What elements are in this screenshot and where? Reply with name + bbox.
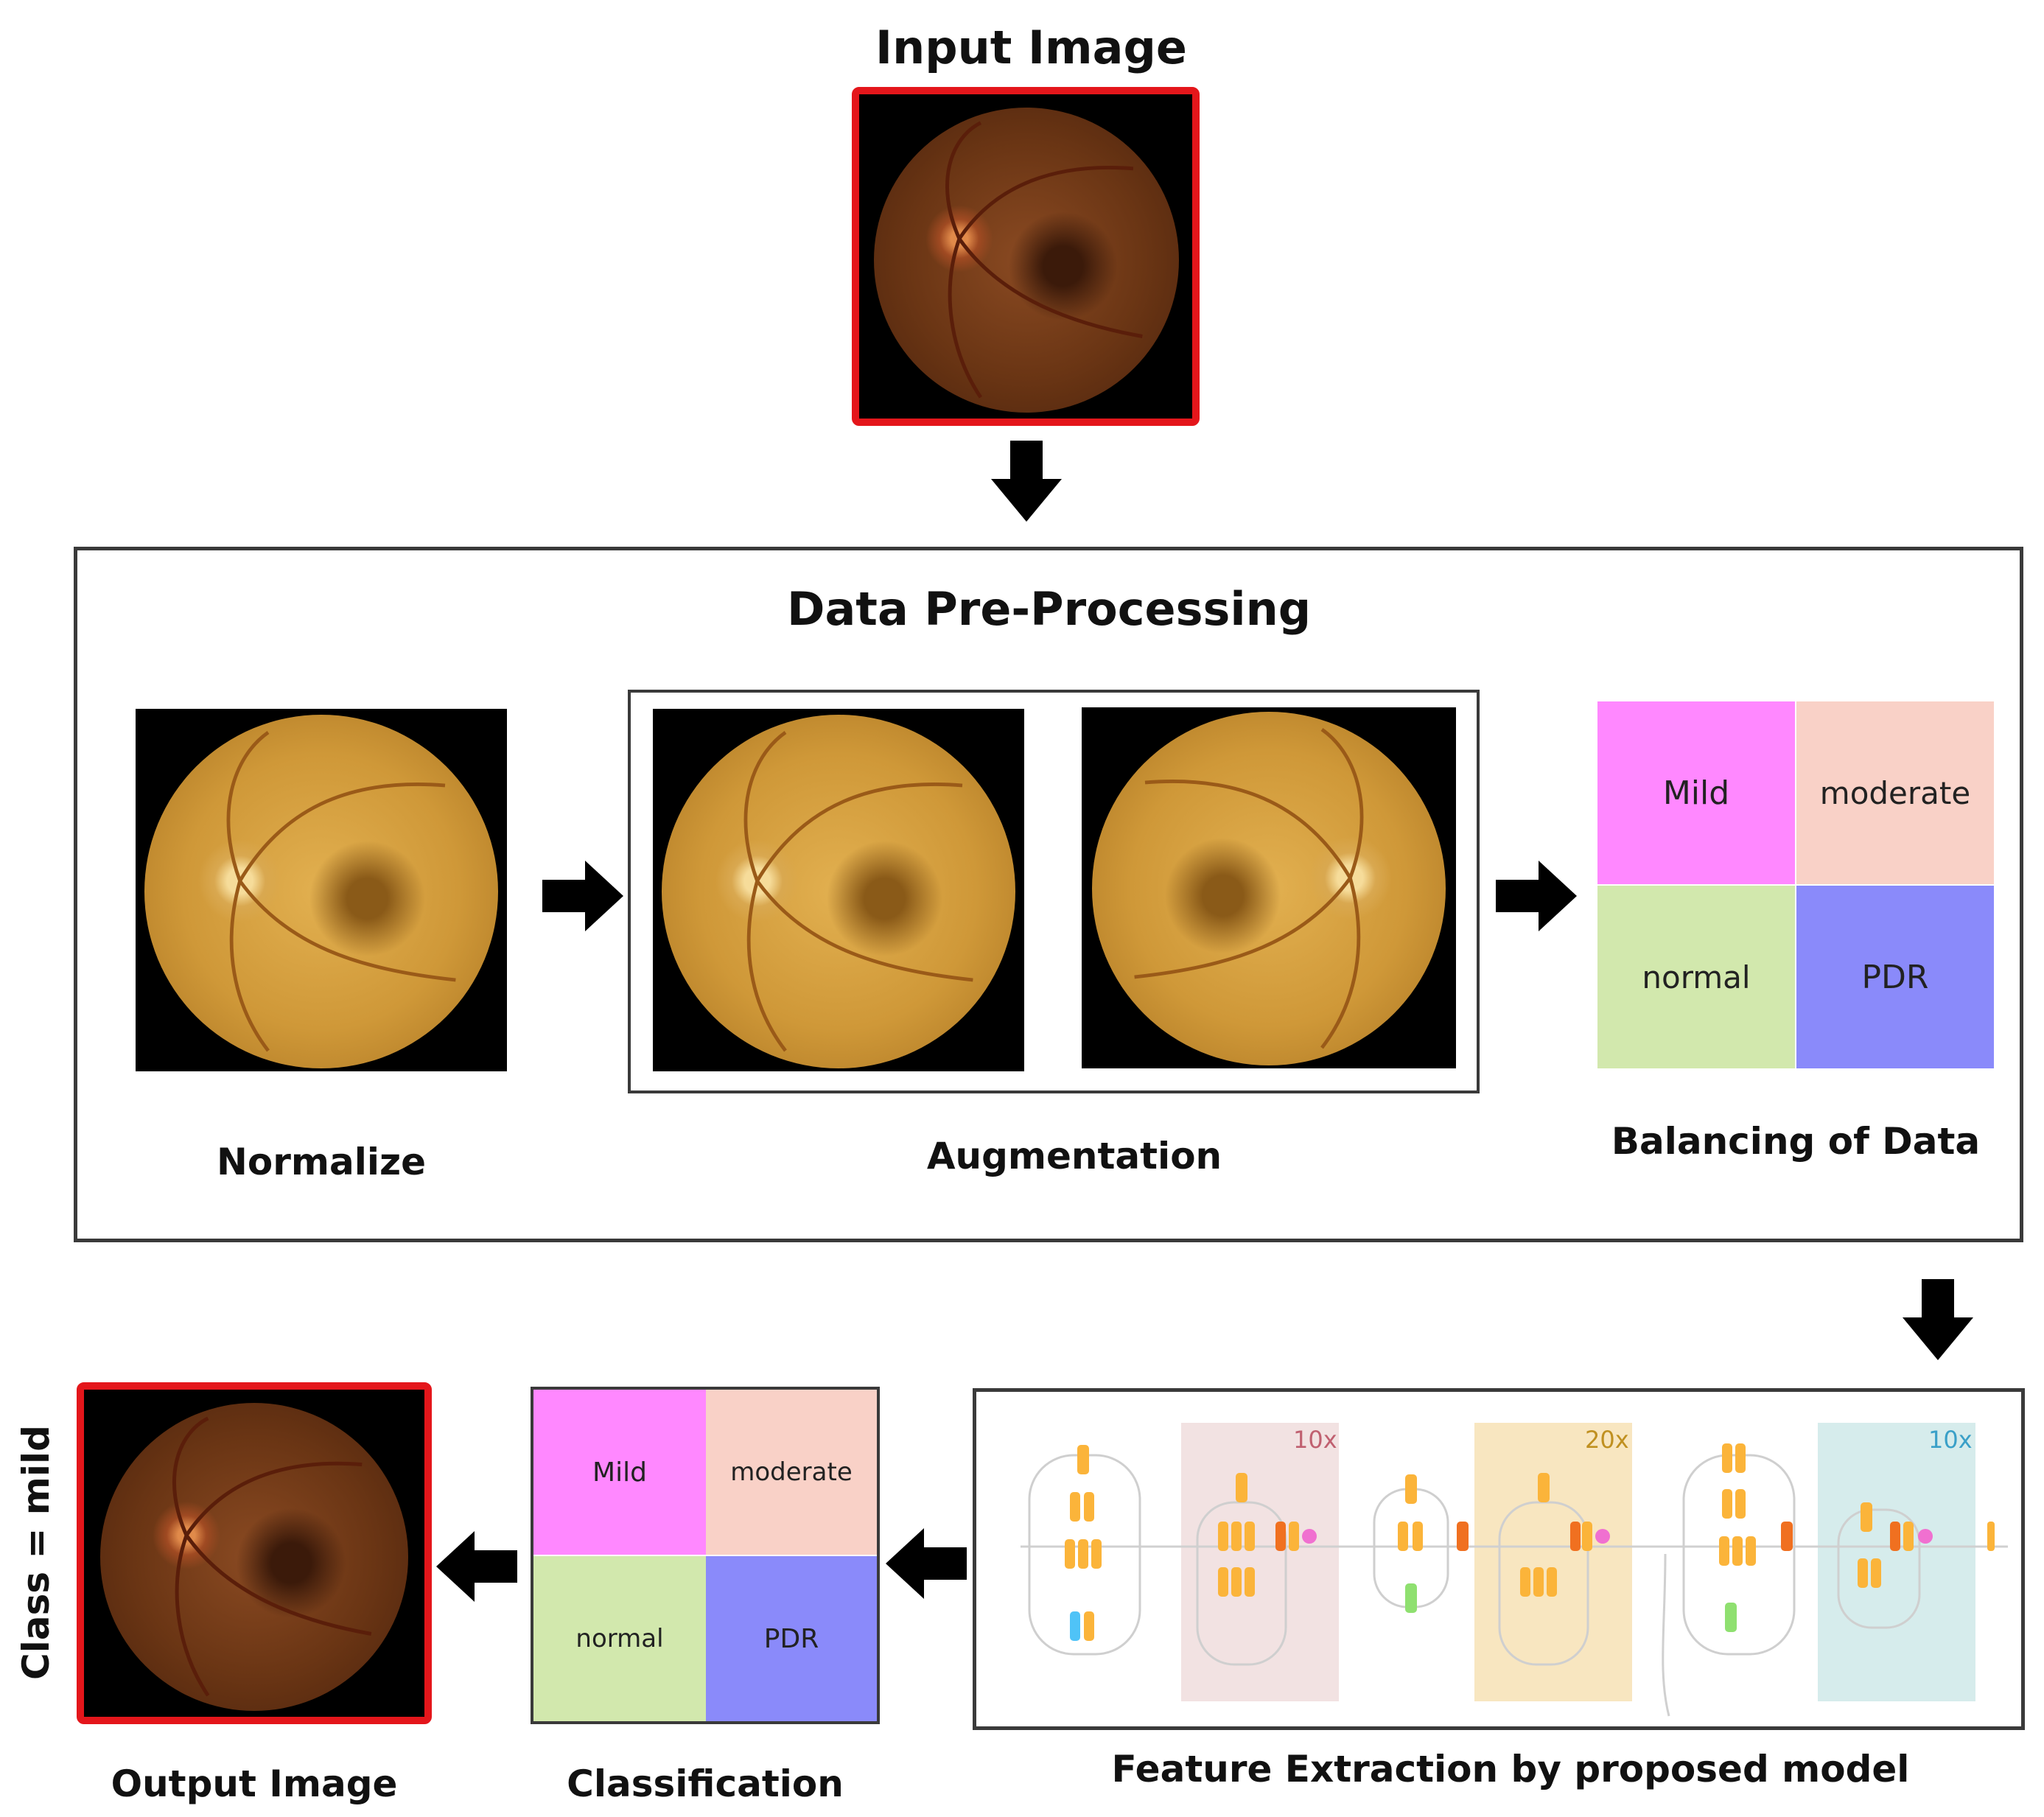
output-image-title: Output Image: [111, 1762, 398, 1805]
class-label-mild: Mild: [592, 1457, 647, 1488]
class-label-moderate: moderate: [1819, 774, 1971, 811]
class-cell-pdr: PDR: [1796, 886, 1994, 1068]
vessels-graphic: [172, 1416, 372, 1697]
model-architecture-graphic: [1021, 1423, 2008, 1717]
class-cell-pdr: PDR: [706, 1556, 877, 1721]
class-label-pdr: PDR: [1861, 958, 1929, 996]
normalize-label: Normalize: [217, 1141, 426, 1183]
class-label-moderate: moderate: [730, 1457, 853, 1487]
class-cell-moderate: moderate: [706, 1390, 877, 1555]
vessels-graphic: [226, 731, 456, 1052]
repeat-label-1: 10x: [1293, 1426, 1337, 1454]
input-fundus: [874, 108, 1179, 413]
repeat-label-3: 10x: [1928, 1426, 1973, 1454]
normalized-fundus: [144, 715, 498, 1068]
class-label-pdr: PDR: [763, 1623, 819, 1654]
output-class-result: Class = mild: [15, 1425, 57, 1680]
input-image: [852, 87, 1200, 426]
vessels-graphic: [743, 731, 973, 1052]
augmented-fundus-2: [1092, 712, 1446, 1065]
class-cell-normal: normal: [1597, 886, 1795, 1068]
vessels-graphic: [1134, 728, 1364, 1049]
class-cell-mild: Mild: [533, 1390, 706, 1555]
balancing-label: Balancing of Data: [1611, 1120, 1981, 1163]
arrow-right-1: [542, 861, 623, 931]
normalized-image: [136, 709, 507, 1071]
arrow-right-2: [1496, 861, 1577, 931]
augmented-fundus-1: [662, 715, 1015, 1068]
output-image: [77, 1382, 432, 1724]
class-cell-mild: Mild: [1597, 701, 1795, 884]
feature-extraction-label: Feature Extraction by proposed model: [1111, 1748, 1910, 1790]
arrow-left-2: [436, 1531, 517, 1602]
output-fundus: [100, 1403, 408, 1711]
balancing-grid: Mild moderate normal PDR: [1597, 701, 1994, 1068]
class-label-normal: normal: [575, 1624, 664, 1653]
class-cell-normal: normal: [533, 1556, 706, 1721]
repeat-label-2: 20x: [1585, 1426, 1629, 1454]
class-label-mild: Mild: [1662, 774, 1730, 812]
augmented-image-2: [1082, 707, 1456, 1068]
arrow-left-1: [886, 1528, 967, 1599]
arrow-down-1: [991, 441, 1062, 522]
augmentation-label: Augmentation: [926, 1135, 1222, 1177]
input-image-title: Input Image: [875, 21, 1187, 74]
vessels-graphic: [945, 121, 1143, 399]
class-label-normal: normal: [1642, 959, 1751, 995]
arrow-down-2: [1903, 1279, 1973, 1360]
preprocessing-title: Data Pre-Processing: [787, 582, 1312, 636]
class-cell-moderate: moderate: [1796, 701, 1994, 884]
classification-label: Classification: [567, 1762, 844, 1805]
classification-grid: Mild moderate normal PDR: [531, 1387, 880, 1724]
feature-extraction-panel: 10x 20x 10x: [973, 1388, 2025, 1730]
augmented-image-1: [653, 709, 1024, 1071]
